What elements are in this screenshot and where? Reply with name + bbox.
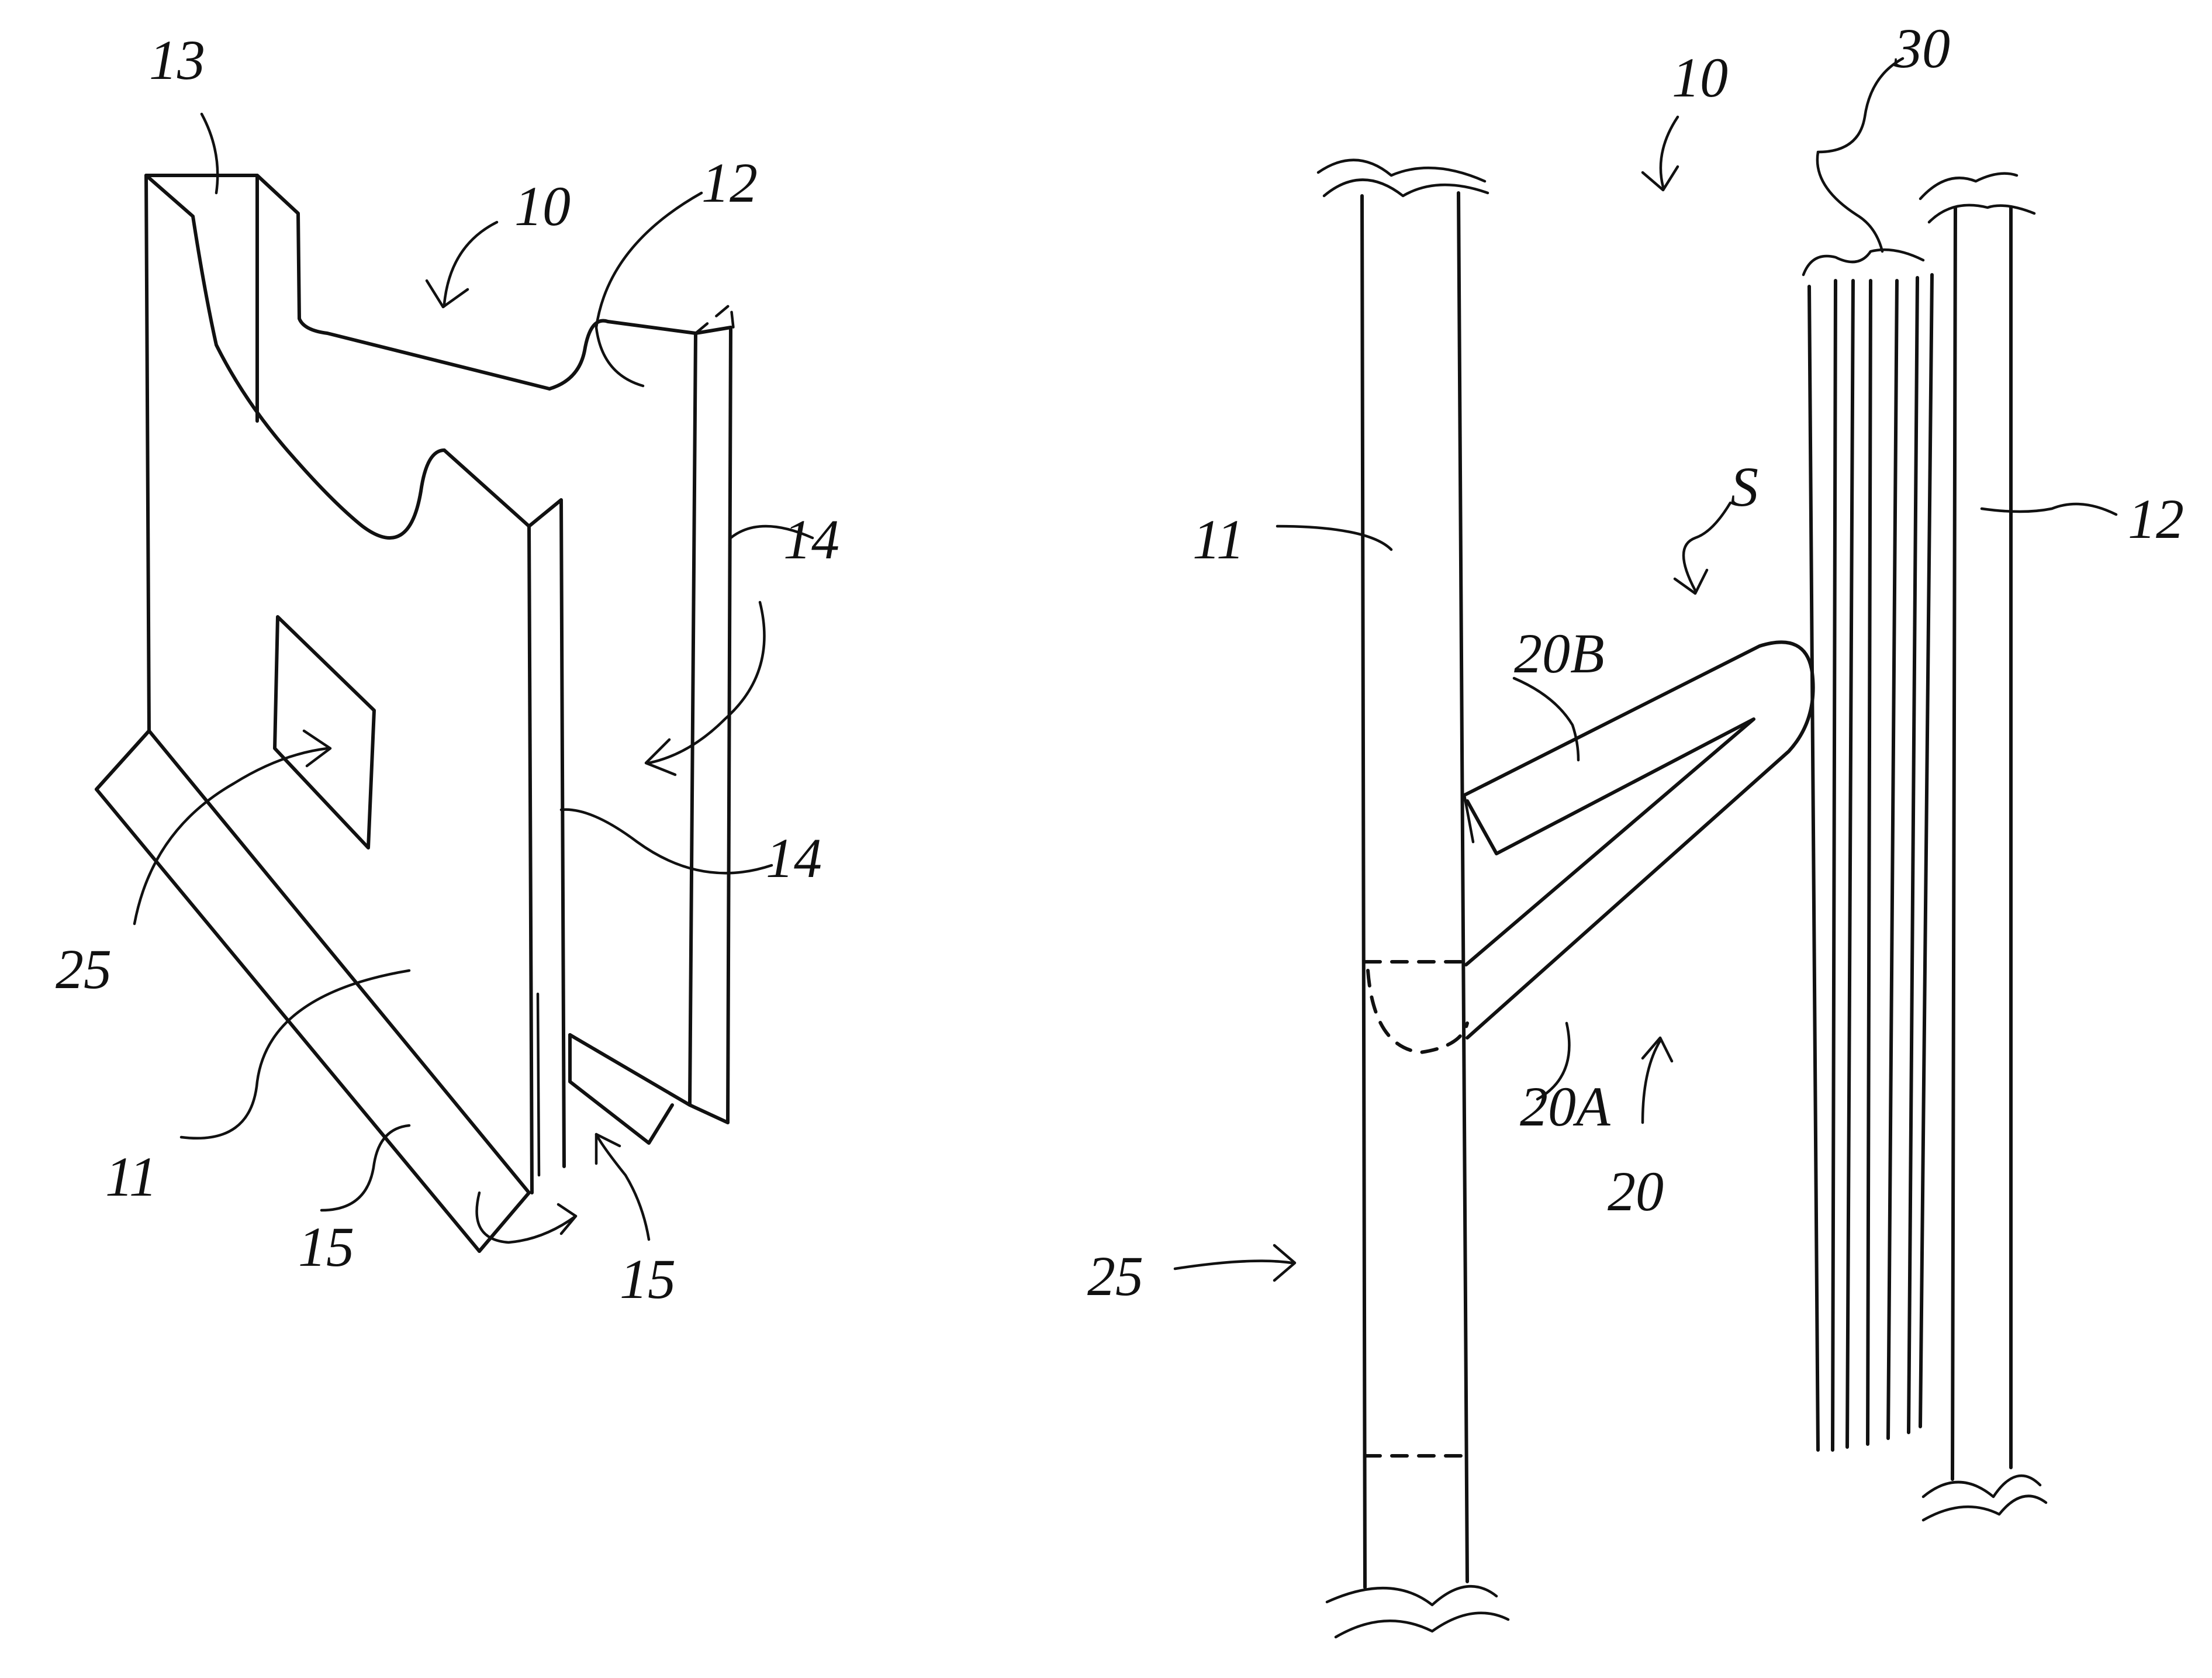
bundle-30-line-2 xyxy=(1833,281,1836,1450)
bundle-30-line-1 xyxy=(1809,286,1818,1450)
ref-label-14-upper: 14 xyxy=(783,508,839,571)
strip-15-top-edge xyxy=(96,731,149,789)
ref-label-11: 11 xyxy=(105,1145,157,1208)
ref-label-12-right: 12 xyxy=(2128,488,2184,550)
bundle-30-line-6 xyxy=(1909,278,1917,1432)
panel-12-right-edge-outer xyxy=(728,327,731,1123)
strap-20B-outline xyxy=(1466,719,1754,965)
flap-13-inner-edge xyxy=(146,175,444,538)
main-panel-left-edge xyxy=(146,175,149,731)
ref-label-12: 12 xyxy=(701,151,758,214)
bundle-30-line-4 xyxy=(1868,281,1871,1444)
panel-12-left-edge xyxy=(1952,208,1955,1479)
panel-12-break-bottom xyxy=(1923,1476,2046,1520)
leader-25-right-arrow xyxy=(1175,1261,1292,1269)
ref-label-13: 13 xyxy=(149,29,205,91)
leader-12-right xyxy=(1982,504,2116,515)
bundle-30-break xyxy=(1803,250,1923,275)
leader-10-arrow xyxy=(444,222,497,304)
panel-12-break-top xyxy=(1920,174,2034,222)
center-fold-ridge-inner xyxy=(529,526,532,1193)
left-figure-folded-panel: 13 10 12 14 14 25 11 15 15 xyxy=(56,29,839,1310)
leader-11-right xyxy=(1277,526,1391,550)
ref-label-14-lower: 14 xyxy=(766,827,822,889)
leader-13 xyxy=(202,114,217,193)
right-figure-panels-with-strap: 10 30 11 12 S 20B 20A 20 25 xyxy=(1087,17,2184,1637)
tab-slot-dashed xyxy=(1368,971,1467,1052)
ref-label-25: 25 xyxy=(56,938,112,1000)
center-fold-ridge-outer xyxy=(529,500,564,1166)
panel-12-bottom-strip xyxy=(570,1035,728,1123)
window-25-outline xyxy=(275,617,374,848)
ref-label-15-right: 15 xyxy=(620,1248,676,1310)
bundle-30-line-5 xyxy=(1888,281,1897,1438)
leader-S-arrow xyxy=(1684,503,1730,591)
leader-12 xyxy=(596,193,701,386)
leader-11 xyxy=(181,971,409,1138)
strip-15-right-bottom xyxy=(570,1035,672,1143)
leader-10-arrow-right xyxy=(1661,117,1678,187)
panel-12-right-edge-inner xyxy=(690,333,696,1105)
ref-label-10-right: 10 xyxy=(1672,46,1728,109)
strap-20B-top-edge xyxy=(1464,642,1813,1038)
ref-label-20: 20 xyxy=(1608,1160,1664,1223)
strip-15-left-inner xyxy=(149,731,529,1193)
center-fold-ridge-shadow xyxy=(538,994,539,1175)
flap-13-outline xyxy=(146,175,549,389)
leader-15-right xyxy=(596,1134,649,1239)
ref-label-20B: 20B xyxy=(1514,622,1605,685)
bundle-30-line-7 xyxy=(1920,275,1932,1427)
arrow-14-fold xyxy=(649,602,765,763)
ridge-top-diagonal xyxy=(444,450,529,526)
leader-14-lower xyxy=(561,810,772,873)
ref-label-S: S xyxy=(1730,455,1758,518)
arrowhead-15-fold-left xyxy=(558,1204,576,1234)
ref-label-20A: 20A xyxy=(1520,1075,1610,1138)
leader-20-arrow xyxy=(1643,1041,1660,1123)
panel-11-break-bottom xyxy=(1327,1586,1508,1637)
leader-20B xyxy=(1514,678,1578,760)
panel-11-right-edge xyxy=(1458,193,1467,1582)
leader-30 xyxy=(1817,58,1903,251)
ref-label-25-right: 25 xyxy=(1087,1245,1143,1307)
leader-15-left xyxy=(322,1125,409,1210)
bundle-30-line-3 xyxy=(1847,281,1853,1447)
panel-12-top-cut xyxy=(549,321,696,389)
panel-11-break-top xyxy=(1318,160,1488,196)
ref-label-30: 30 xyxy=(1893,17,1950,80)
ref-label-11-right: 11 xyxy=(1193,508,1245,571)
ref-label-10: 10 xyxy=(514,175,571,237)
ref-label-15-left: 15 xyxy=(298,1216,354,1278)
arrowhead-20 xyxy=(1643,1038,1672,1061)
panel-11-left-edge xyxy=(1362,196,1365,1587)
